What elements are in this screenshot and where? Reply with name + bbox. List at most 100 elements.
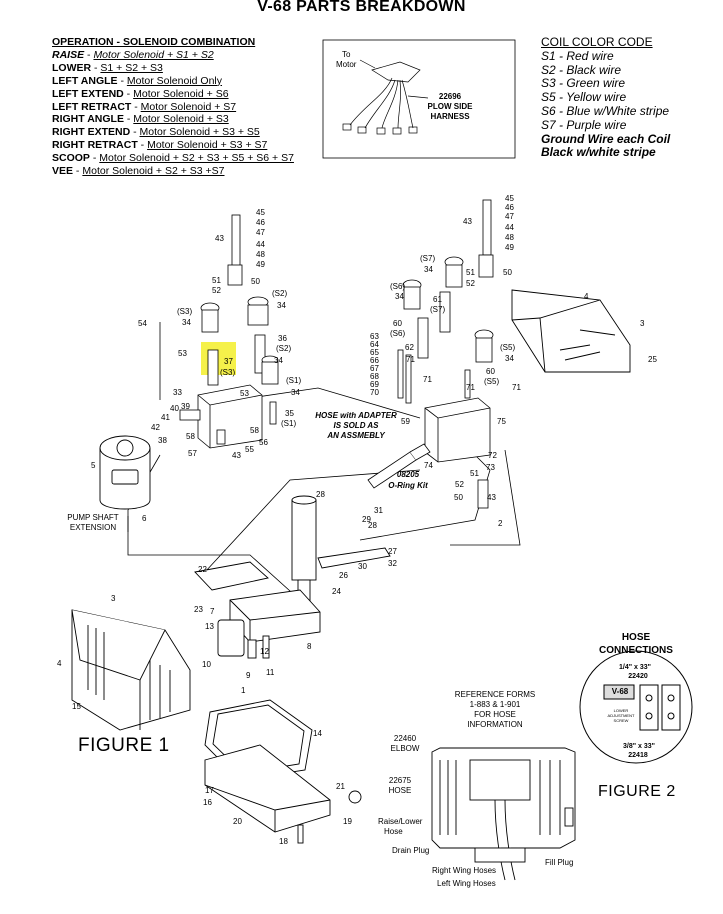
part-callout: 20 (233, 817, 242, 826)
part-callout: 43 (487, 493, 496, 502)
hose-adapter (367, 443, 431, 489)
hose-adapter-line3: AN ASSMEBLY (327, 431, 385, 440)
operation-row: LEFT ANGLE - Motor Solenoid Only (52, 74, 223, 87)
motor-part-5 (99, 435, 151, 532)
pump-shaft-line2: EXTENSION (69, 523, 117, 532)
part-callout: 43 (463, 217, 472, 226)
operation-row: LEFT RETRACT - Motor Solenoid + S7 (52, 100, 237, 113)
part-callout: 40 (170, 404, 179, 413)
part-callout: 28 (368, 521, 377, 530)
figure1-label: FIGURE 1 (78, 735, 170, 756)
hose-adapter-line2: IS SOLD AS (333, 421, 379, 430)
part-callout: (S5) (500, 343, 516, 352)
part-callout: 51 (212, 276, 221, 285)
part-callout: 43 (215, 234, 224, 243)
harness-line2: PLOW SIDE (427, 102, 473, 111)
part-callout: 50 (454, 493, 463, 502)
coil-header: COIL COLOR CODE (541, 35, 653, 49)
part-callout: 17 (205, 786, 214, 795)
part-callout: 24 (332, 587, 341, 596)
part-callout: 59 (401, 417, 410, 426)
pump-shaft-line1: PUMP SHAFT (67, 513, 119, 522)
harness-box (322, 39, 516, 159)
part-callout: 31 (374, 506, 383, 515)
hose-badge: V-68 (611, 687, 629, 696)
part-callout: 18 (279, 837, 288, 846)
harness-line3: HARNESS (430, 112, 470, 121)
gasket-part-15 (204, 699, 313, 781)
part-callout: 52 (466, 279, 475, 288)
part-callout: 54 (138, 319, 147, 328)
left-wing-label: Left Wing Hoses (437, 879, 496, 888)
part-callout: 34 (277, 301, 286, 310)
part-callout: 43 (232, 451, 241, 460)
operation-row: RAISE - Motor Solenoid + S1 + S2 (52, 48, 214, 61)
operation-name: RIGHT RETRACT (52, 139, 138, 152)
part-callout: 15 (72, 702, 81, 711)
part-callout: 52 (455, 480, 464, 489)
cylinder-assembly (194, 495, 391, 659)
operation-desc: Motor Solenoid + S2 + S3 +S7 (82, 165, 225, 178)
drain-plug-label: Drain Plug (392, 846, 430, 855)
coil-row: S6 - Blue w/White stripe (541, 103, 670, 118)
operation-name: RIGHT EXTEND (52, 126, 131, 139)
oring-part: 08205 (396, 470, 420, 479)
part-callout: 4 (584, 292, 589, 301)
operation-desc: Motor Solenoid + S2 + S3 + S5 + S6 + S7 (99, 152, 294, 165)
part-callout: 75 (497, 417, 506, 426)
part-callout: 55 (245, 445, 254, 454)
figure2-label: FIGURE 2 (598, 783, 676, 800)
operation-desc: Motor Solenoid + S3 + S7 (147, 139, 268, 152)
operation-desc: Motor Solenoid + S3 + S5 (139, 126, 260, 139)
elbow-label: ELBOW (390, 744, 420, 753)
operation-row: RIGHT EXTEND - Motor Solenoid + S3 + S5 (52, 126, 260, 139)
part-callout: 44 (505, 223, 514, 232)
reservoir-part-1 (71, 609, 191, 731)
part-callout: 12 (260, 647, 269, 656)
part-callout: 9 (246, 671, 251, 680)
part-callout: 35 (285, 409, 294, 418)
part-callout: (S6) (390, 329, 406, 338)
harness-drawing (342, 59, 429, 135)
operation-name: LEFT RETRACT (52, 100, 132, 113)
part-callout: 64 (370, 340, 379, 349)
hose-lower-adj: LOWER ADJUSTMENT SCREW (607, 708, 635, 723)
oring-label: O-Ring Kit (388, 481, 428, 490)
hose-size2: 3/8" x 33" (623, 743, 655, 750)
part-callout: 48 (505, 233, 514, 242)
left-valve-assembly (159, 214, 279, 449)
coil-row: S2 - Black wire (541, 62, 622, 77)
part-callout: 63 (370, 332, 379, 341)
hose-size1: 1/4" x 33" (619, 664, 651, 671)
part-callout: 72 (488, 451, 497, 460)
part-callout: 68 (370, 372, 379, 381)
operation-row: LOWER - S1 + S2 + S3 (52, 61, 163, 74)
part-callout: 16 (203, 798, 212, 807)
operation-desc: Motor Solenoid + S6 (133, 87, 229, 100)
part-callout: 6 (142, 514, 147, 523)
part-callout: 66 (370, 356, 379, 365)
part-callout: 42 (151, 423, 160, 432)
page-title: V-68 PARTS BREAKDOWN (257, 0, 466, 15)
reference-line3: FOR HOSE (474, 710, 516, 719)
part-callout: 57 (188, 449, 197, 458)
part-callout: 29 (362, 515, 371, 524)
part-callout: 48 (256, 250, 265, 259)
operation-row: RIGHT RETRACT - Motor Solenoid + S3 + S7 (52, 139, 268, 152)
part-callout: 46 (505, 203, 514, 212)
coil-note-2: Black w/white stripe (541, 145, 656, 160)
base-part-14 (204, 744, 362, 844)
part-callout: 37 (224, 357, 233, 366)
part-callout: 56 (259, 438, 268, 447)
part-callout: 34 (291, 388, 300, 397)
part-callout: (S6) (390, 282, 406, 291)
part-callout: 10 (202, 660, 211, 669)
hose-part1: 22420 (628, 673, 648, 680)
part-callout: (S7) (430, 305, 446, 314)
part-callout: 52 (212, 286, 221, 295)
part-callout: (S1) (281, 419, 297, 428)
part-callout: 50 (503, 268, 512, 277)
part-callout: 47 (256, 228, 265, 237)
part-callout: 5 (91, 461, 96, 470)
part-callout: 46 (256, 218, 265, 227)
